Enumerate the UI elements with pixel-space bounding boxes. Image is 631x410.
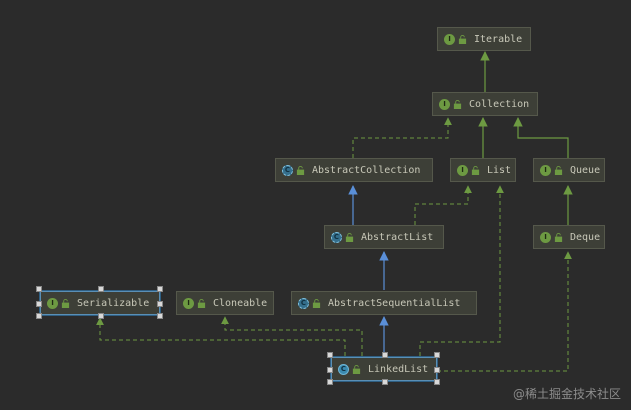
edge-abstractlist-list bbox=[414, 185, 472, 225]
node-iterable[interactable]: I Iterable bbox=[437, 27, 531, 51]
node-label: Deque bbox=[570, 231, 601, 243]
selection-handle[interactable] bbox=[327, 379, 333, 385]
selection-handle[interactable] bbox=[157, 286, 163, 292]
lock-icon bbox=[554, 165, 563, 175]
selection-handle[interactable] bbox=[98, 313, 104, 319]
node-label: LinkedList bbox=[368, 363, 429, 375]
lock-icon bbox=[554, 232, 563, 242]
selection-handle[interactable] bbox=[434, 379, 440, 385]
lock-icon bbox=[61, 298, 70, 308]
node-linked-list[interactable]: C LinkedList bbox=[330, 356, 438, 382]
node-label: Iterable bbox=[474, 33, 523, 45]
selection-handle[interactable] bbox=[157, 313, 163, 319]
abstract-class-icon: C bbox=[282, 164, 293, 176]
node-label: Queue bbox=[570, 164, 601, 176]
interface-icon: I bbox=[183, 297, 194, 309]
interface-icon: I bbox=[540, 164, 551, 176]
lock-icon bbox=[352, 364, 361, 374]
node-queue[interactable]: I Queue bbox=[533, 158, 605, 182]
node-collection[interactable]: I Collection bbox=[432, 92, 538, 116]
interface-icon: I bbox=[439, 98, 450, 110]
lock-icon bbox=[296, 165, 305, 175]
node-cloneable[interactable]: I Cloneable bbox=[176, 291, 274, 315]
node-abstract-sequential-list[interactable]: C AbstractSequentialList bbox=[291, 291, 477, 315]
node-serializable[interactable]: I Serializable bbox=[39, 290, 161, 316]
selection-handle[interactable] bbox=[382, 379, 388, 385]
selection-handle[interactable] bbox=[434, 367, 440, 373]
interface-icon: I bbox=[444, 33, 455, 45]
lock-icon bbox=[312, 298, 321, 308]
selection-handle[interactable] bbox=[382, 352, 388, 358]
selection-handle[interactable] bbox=[327, 352, 333, 358]
edge-linkedlist-cloneable bbox=[221, 316, 363, 356]
selection-handle[interactable] bbox=[36, 313, 42, 319]
lock-icon bbox=[345, 232, 354, 242]
lock-icon bbox=[471, 165, 480, 175]
lock-icon bbox=[197, 298, 206, 308]
edge-queue-collection bbox=[513, 117, 569, 158]
abstract-class-icon: C bbox=[331, 231, 342, 243]
abstract-class-icon: C bbox=[298, 297, 309, 309]
interface-icon: I bbox=[540, 231, 551, 243]
node-abstract-list[interactable]: C AbstractList bbox=[324, 225, 444, 249]
node-label: List bbox=[487, 164, 512, 176]
lock-icon bbox=[458, 34, 467, 44]
node-label: Serializable bbox=[77, 297, 150, 309]
node-abstract-collection[interactable]: C AbstractCollection bbox=[275, 158, 433, 182]
interface-icon: I bbox=[457, 164, 468, 176]
selection-handle[interactable] bbox=[327, 367, 333, 373]
interface-icon: I bbox=[47, 297, 58, 309]
selection-handle[interactable] bbox=[98, 286, 104, 292]
class-icon: C bbox=[338, 363, 349, 375]
edge-abstractcollection-collection bbox=[352, 117, 452, 158]
selection-handle[interactable] bbox=[36, 286, 42, 292]
selection-handle[interactable] bbox=[434, 352, 440, 358]
edge-linkedlist-serializable bbox=[96, 317, 346, 356]
node-label: Cloneable bbox=[213, 297, 268, 309]
selection-handle[interactable] bbox=[36, 301, 42, 307]
node-label: AbstractList bbox=[361, 231, 434, 243]
node-deque[interactable]: I Deque bbox=[533, 225, 605, 249]
node-list[interactable]: I List bbox=[450, 158, 516, 182]
lock-icon bbox=[453, 99, 462, 109]
node-label: AbstractCollection bbox=[312, 164, 421, 176]
watermark: @稀土掘金技术社区 bbox=[512, 387, 621, 401]
edge-linkedlist-deque bbox=[437, 251, 572, 372]
node-label: AbstractSequentialList bbox=[328, 297, 461, 309]
node-label: Collection bbox=[469, 98, 530, 110]
selection-handle[interactable] bbox=[157, 301, 163, 307]
edge-linkedlist-list bbox=[419, 185, 504, 356]
